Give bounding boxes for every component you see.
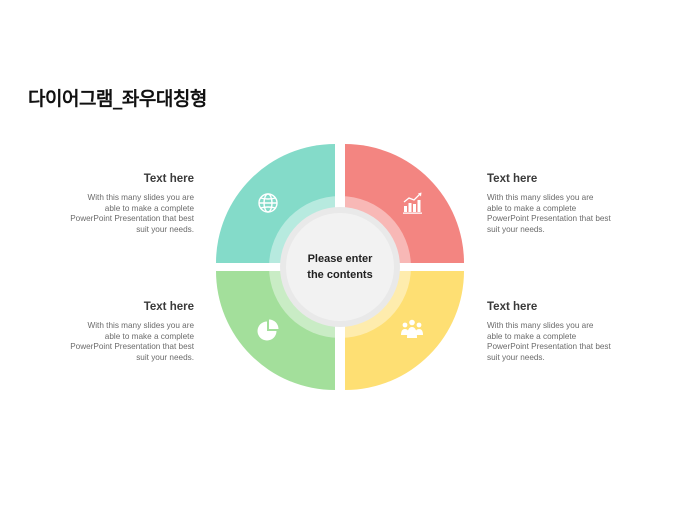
text-body: With this many slides you are able to ma… [70, 321, 194, 362]
text-block-top-left: Text here With this many slides you are … [34, 173, 194, 235]
team-icon [401, 319, 423, 338]
slide-title: 다이어그램_좌우대칭형 [28, 88, 207, 110]
text-block-top-right: Text here With this many slides you are … [487, 173, 647, 235]
text-body: With this many slides you are able to ma… [487, 193, 611, 234]
text-heading: Text here [487, 173, 538, 185]
text-body: With this many slides you are able to ma… [487, 321, 611, 362]
text-heading: Text here [143, 301, 194, 313]
pie-chart-icon [257, 319, 279, 341]
text-heading: Text here [143, 173, 194, 185]
text-body: With this many slides you are able to ma… [70, 193, 194, 234]
text-block-bottom-left: Text here With this many slides you are … [34, 301, 194, 363]
center-circle [286, 213, 394, 321]
center-text-line2: the contents [307, 269, 372, 281]
text-heading: Text here [487, 301, 538, 313]
center-text-line1: Please enter [308, 253, 374, 265]
bar-chart-icon [403, 192, 422, 214]
globe-icon [258, 193, 278, 213]
text-block-bottom-right: Text here With this many slides you are … [487, 301, 647, 363]
